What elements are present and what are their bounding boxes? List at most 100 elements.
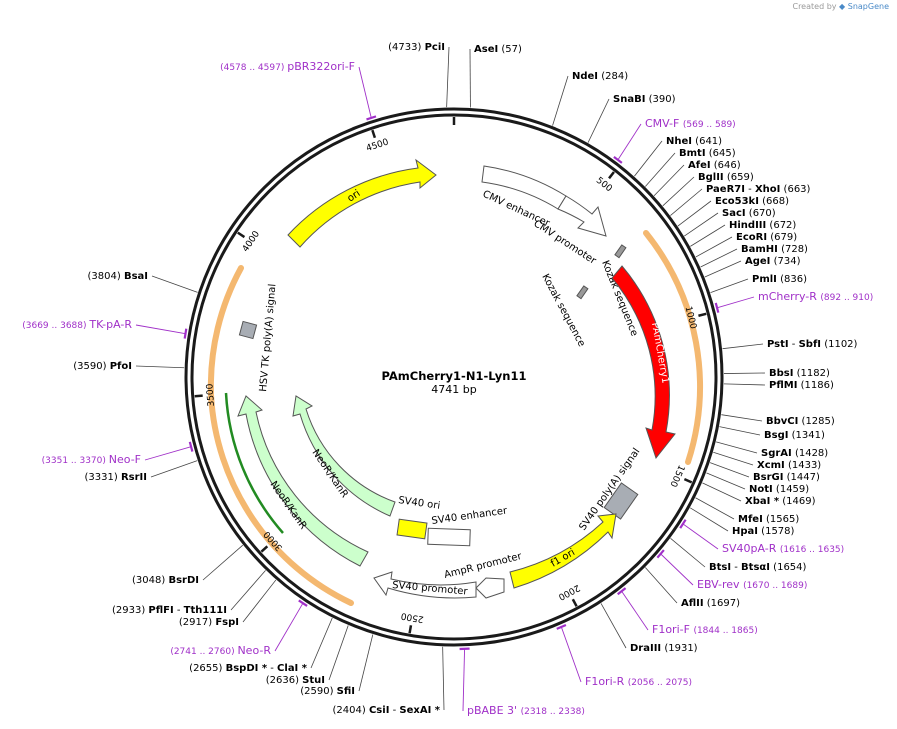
enzyme-leader-line-4 — [634, 140, 663, 177]
ori-feature-arrow — [287, 158, 437, 248]
enzyme-label-aflii: AflII (1697) — [681, 598, 740, 609]
ruler-label-3500: 3500 — [205, 383, 217, 407]
enzyme-name: PflFI — [148, 605, 173, 616]
primer-label-f1orif: F1ori-F (1844 .. 1865) — [652, 623, 758, 636]
kozak-sequence-box-1 — [614, 244, 627, 259]
primer-site-mark-6 — [556, 623, 567, 630]
enzyme-name: BglII — [698, 172, 724, 183]
sv40-enhancer-label: SV40 enhancer — [431, 505, 509, 527]
enzyme-name: NotI — [749, 484, 773, 495]
enzyme-label-paer7i: PaeR7I - XhoI (663) — [706, 184, 811, 195]
ruler-label-1500: 1500 — [667, 463, 686, 488]
enzyme-separator: - — [267, 663, 277, 674]
enzyme-leader-line-5 — [645, 152, 676, 187]
enzyme-leader-line-27 — [689, 507, 729, 532]
primer-site-mark-9 — [188, 441, 194, 452]
primer-label-sv40par: SV40pA-R (1616 .. 1635) — [722, 542, 844, 555]
enzyme-name: BbsI — [769, 368, 793, 379]
enzyme-leader-line-20 — [719, 426, 761, 436]
enzyme-name: BsrDI — [168, 575, 199, 586]
enzyme-position: (1341) — [788, 430, 825, 441]
enzyme-position: (659) — [724, 172, 754, 183]
primer-name: F1ori-R — [585, 675, 628, 688]
primer-label-pbabe3: pBABE 3' (2318 .. 2338) — [467, 704, 585, 717]
primer-site-mark-3 — [679, 519, 687, 529]
enzyme-name: AseI — [474, 44, 498, 55]
enzyme-leader-line-31 — [442, 646, 445, 711]
enzyme-position-2: (1654) — [770, 562, 807, 573]
primer-label-mcherryr: mCherry-R (892 .. 910) — [758, 290, 873, 303]
enzyme-position: (1433) — [785, 460, 822, 471]
enzyme-position: (3590) — [73, 361, 109, 372]
ruler-label-2500: 2500 — [400, 610, 425, 624]
enzyme-position: (1186) — [797, 380, 834, 391]
enzyme-name: DraIII — [630, 643, 661, 654]
enzyme-position: (679) — [767, 232, 797, 243]
sv40-ori-box — [396, 518, 428, 540]
primer-label-ebvrev: EBV-rev (1670 .. 1689) — [697, 578, 807, 591]
primer-site-mark-10 — [183, 328, 188, 339]
primer-leader-line-0 — [358, 66, 372, 118]
neor-kanr-green-line — [224, 392, 284, 534]
primer-name: pBR322ori-F — [287, 60, 355, 73]
enzyme-label-pfoi: (3590) PfoI — [73, 361, 132, 372]
primer-name: pBABE 3' — [467, 704, 521, 717]
kozak-sequence-label-2: Kozak sequence — [539, 272, 587, 348]
primer-range: (3669 .. 3688) — [22, 321, 89, 331]
enzyme-label-ndei: NdeI (284) — [572, 71, 628, 82]
enzyme-name: StuI — [302, 675, 325, 686]
primer-range: (2056 .. 2075) — [628, 678, 692, 688]
enzyme-name: BamHI — [741, 244, 778, 255]
enzyme-leader-line-35 — [242, 579, 277, 623]
enzyme-name: NdeI — [572, 71, 598, 82]
enzyme-name: SnaBI — [613, 94, 645, 105]
primer-leader-line-7 — [462, 648, 466, 712]
enzyme-position: (1931) — [661, 643, 698, 654]
enzyme-separator: - — [745, 184, 755, 195]
ampr-promoter-feature-arrow — [475, 577, 505, 599]
neor-kanr-inner-feature-arrow — [292, 395, 396, 517]
ruler-tick-6 — [260, 545, 269, 553]
primer-range: (569 .. 589) — [683, 120, 736, 130]
enzyme-name: FspI — [215, 617, 239, 628]
primer-site-mark-5 — [617, 587, 627, 596]
enzyme-name-2: SbfI — [799, 339, 821, 350]
enzyme-position: (2933) — [112, 605, 148, 616]
ruler-label-4000: 4000 — [241, 229, 262, 254]
enzyme-leader-line-15 — [710, 278, 749, 294]
enzyme-leader-line-16 — [722, 343, 764, 350]
leader-line-layer — [135, 46, 766, 712]
enzyme-label-bbsi: BbsI (1182) — [769, 368, 830, 379]
enzyme-leader-line-21 — [715, 441, 758, 454]
enzyme-leader-line-38 — [150, 460, 198, 478]
primer-name: CMV-F — [645, 117, 683, 130]
enzyme-label-csii: (2404) CsiI - SexAI * — [333, 705, 441, 716]
tk-pa-site-arc — [207, 265, 244, 396]
enzyme-position-2: (663) — [780, 184, 810, 195]
primer-leader-line-10 — [135, 324, 186, 335]
mcherry-r-site-arc — [643, 230, 703, 465]
enzyme-name-2: BtsαI — [741, 562, 770, 573]
neor-kanr-outer-feature-arrow — [237, 395, 369, 567]
primer-site-layer — [207, 230, 703, 606]
credit-brand: SnapGene — [847, 2, 889, 11]
enzyme-label-agei: AgeI (734) — [745, 256, 801, 267]
primer-label-f1orir: F1ori-R (2056 .. 2075) — [585, 675, 692, 688]
enzyme-leader-line-39 — [135, 365, 185, 369]
enzyme-name: AflII — [681, 598, 704, 609]
primer-range: (1670 .. 1689) — [743, 581, 807, 591]
pamcherry1-feature-arrow — [611, 265, 676, 460]
enzyme-position: (728) — [778, 244, 808, 255]
primer-range: (1844 .. 1865) — [693, 626, 757, 636]
primer-leader-line-9 — [144, 446, 192, 461]
cmv-promoter-feature-arrow — [557, 195, 607, 237]
primer-range: (2741 .. 2760) — [170, 647, 237, 657]
ruler-tick-7 — [194, 394, 203, 398]
enzyme-leader-line-28 — [670, 538, 706, 568]
enzyme-name: BsaI — [124, 271, 148, 282]
primer-leader-line-5 — [621, 590, 649, 631]
ruler-tick-1 — [608, 171, 615, 180]
enzyme-label-bsrdi: (3048) BsrDI — [132, 575, 199, 586]
enzyme-label-xcmi: XcmI (1433) — [757, 460, 821, 471]
